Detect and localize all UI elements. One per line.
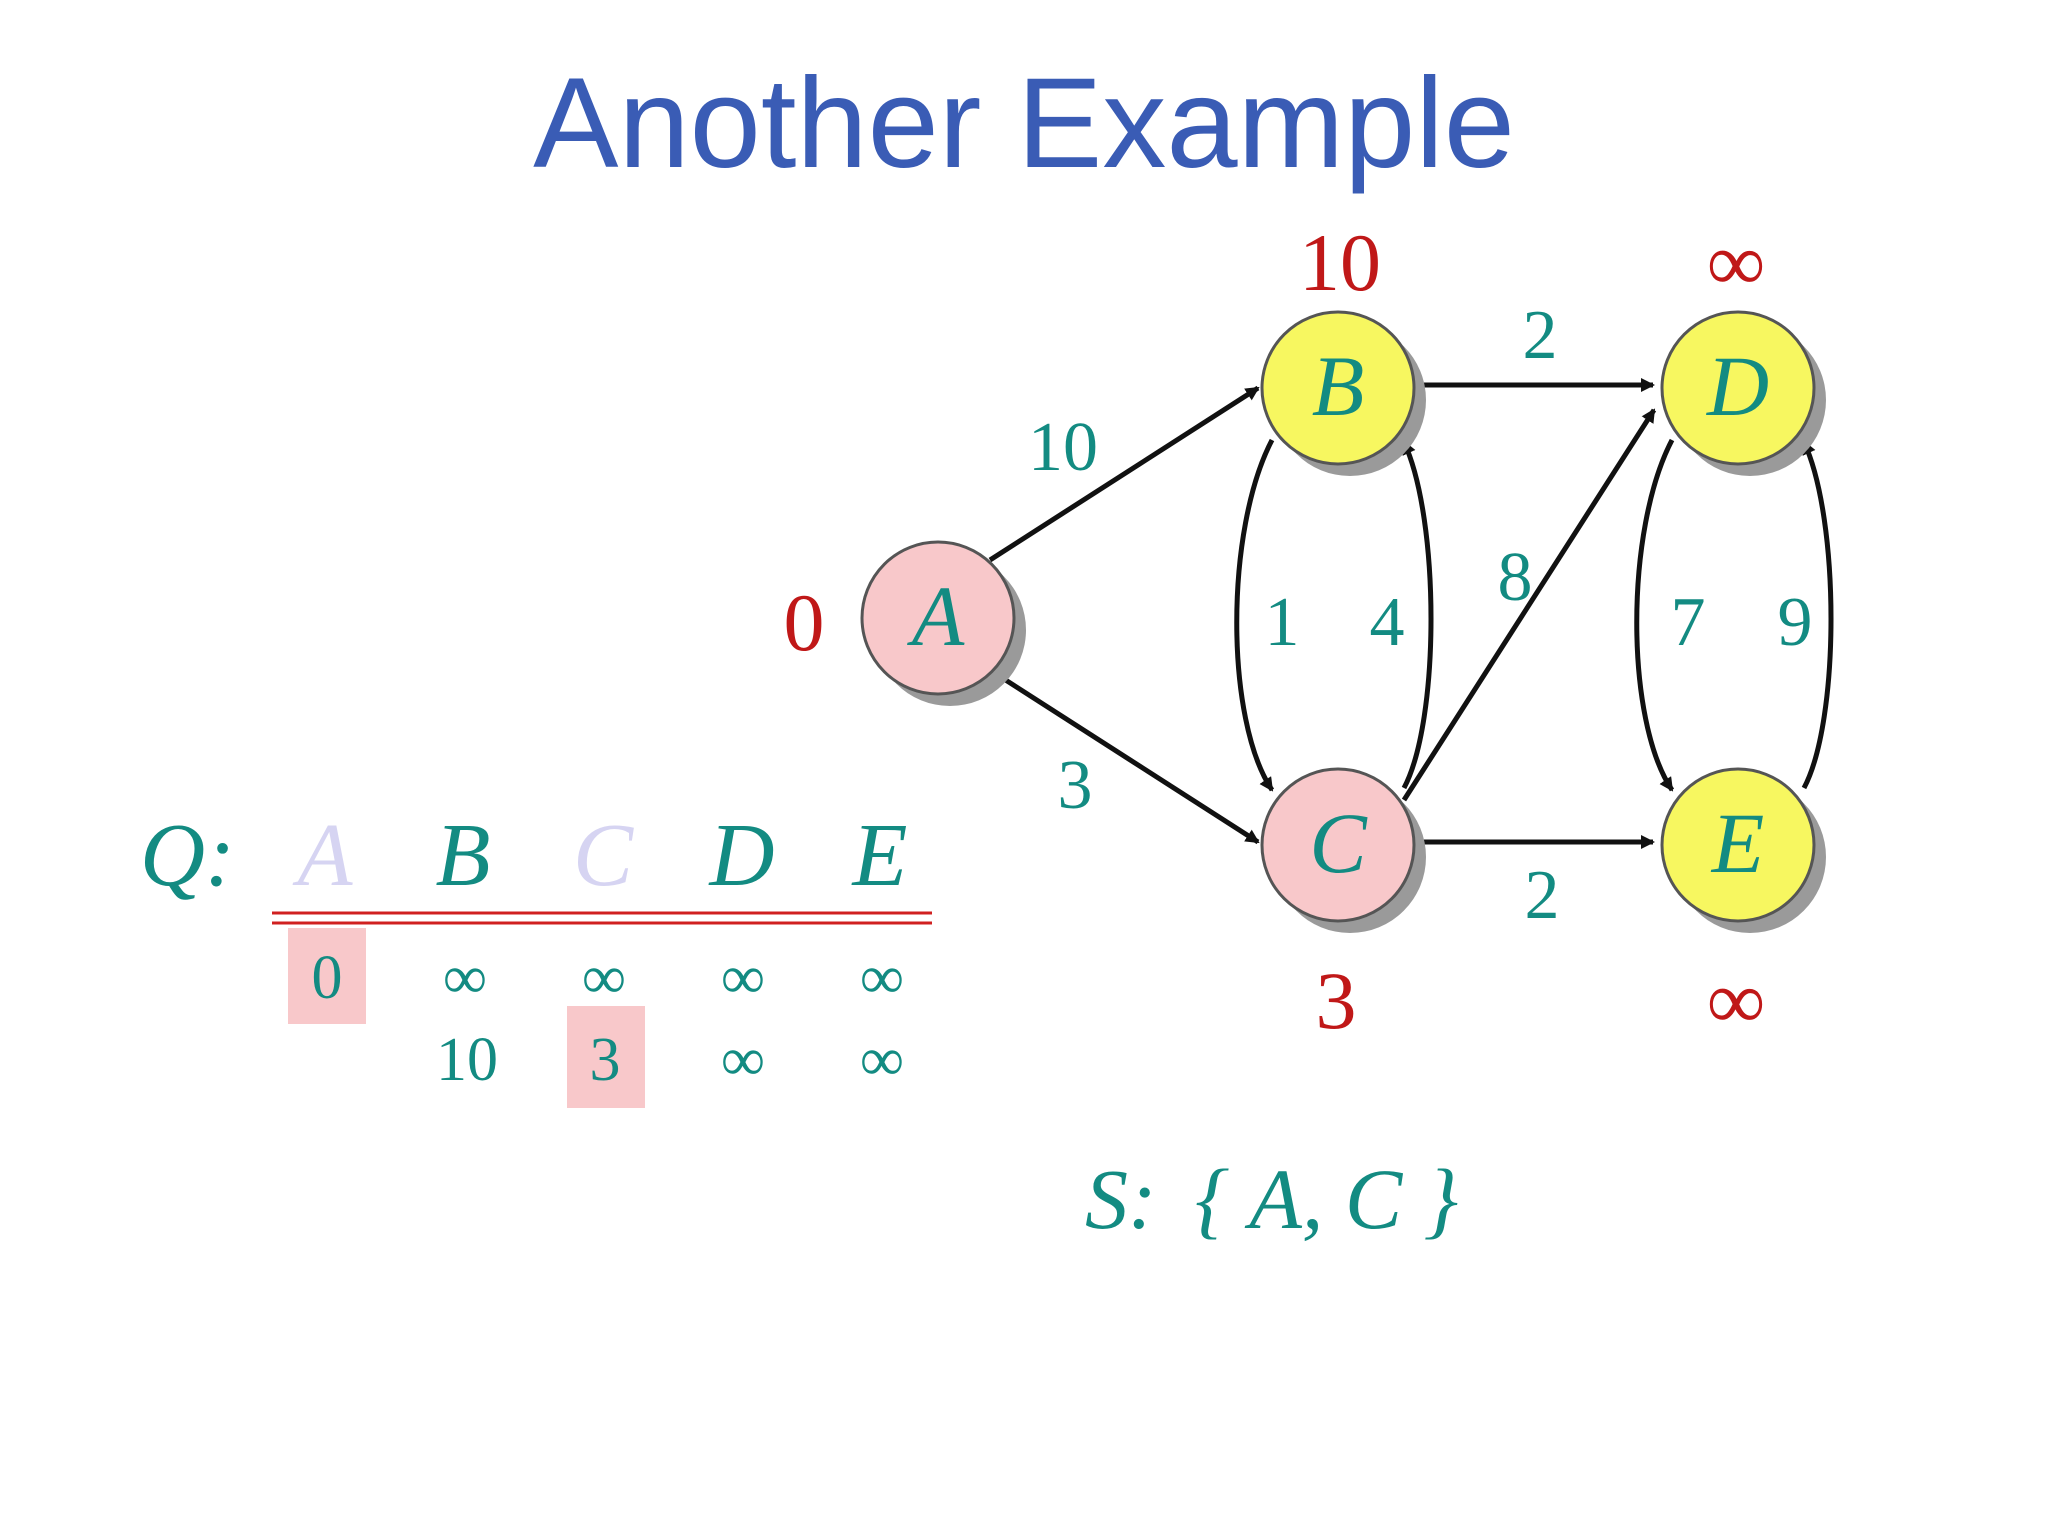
queue-headers: A B C D E: [293, 806, 908, 905]
queue-header-e: E: [851, 806, 908, 905]
distance-c: 3: [1316, 955, 1357, 1046]
distance-d: ∞: [1707, 217, 1765, 308]
queue-cell: ∞: [443, 944, 487, 1012]
queue-row-2: 10 3 ∞ ∞: [436, 1026, 904, 1094]
edge-d-e: [1634, 438, 1675, 792]
node-b: B: [1260, 310, 1426, 476]
distance-e: ∞: [1707, 955, 1765, 1046]
weight-d-e: 7: [1671, 584, 1706, 661]
node-a-label: A: [907, 568, 965, 664]
set-s-members: { A, C }: [1195, 1151, 1458, 1247]
node-d: D: [1660, 310, 1826, 476]
queue-header-c: C: [573, 806, 634, 905]
weight-a-c: 3: [1058, 747, 1093, 824]
queue-cell: ∞: [860, 1026, 904, 1094]
edge-c-d: [1401, 408, 1657, 802]
graph-edges: [988, 378, 1834, 849]
weight-a-b: 10: [1028, 409, 1098, 486]
node-d-label: D: [1706, 338, 1769, 434]
queue-label: Q:: [140, 806, 235, 905]
edge-e-d: [1801, 440, 1834, 790]
node-c-label: C: [1309, 795, 1368, 891]
node-distances: 0 10 3 ∞ ∞: [784, 217, 1766, 1046]
weight-c-b: 4: [1370, 584, 1405, 661]
queue-highlight-a: [288, 928, 366, 1024]
queue-header-a: A: [293, 806, 354, 905]
queue-highlight-c: [567, 1006, 645, 1108]
queue-table: Q: A B C D E 0 ∞ ∞ ∞ ∞ 10 3: [140, 806, 932, 1108]
edge-a-b: [988, 385, 1260, 563]
queue-row-1: 0 ∞ ∞ ∞ ∞: [312, 944, 905, 1012]
queue-header-d: D: [708, 806, 775, 905]
node-e: E: [1660, 767, 1826, 933]
weight-c-d: 8: [1498, 539, 1533, 616]
slide-title: Another Example: [533, 52, 1515, 195]
set-s-label: S:: [1085, 1151, 1157, 1247]
queue-cell: ∞: [721, 1026, 765, 1094]
edge-weights: 10 3 2 4 1 8 2 7 9: [1028, 297, 1813, 934]
weight-b-d: 2: [1523, 297, 1558, 374]
queue-header-b: B: [436, 806, 491, 905]
distance-b: 10: [1299, 217, 1381, 308]
weight-c-e: 2: [1525, 857, 1560, 934]
set-s: S: { A, C }: [1085, 1151, 1458, 1247]
queue-cell: 3: [590, 1026, 621, 1094]
node-c: C: [1260, 767, 1426, 933]
weight-b-c: 1: [1265, 584, 1300, 661]
queue-cell: ∞: [860, 944, 904, 1012]
node-a: A: [860, 540, 1026, 706]
weight-e-d: 9: [1778, 584, 1813, 661]
node-e-label: E: [1710, 795, 1765, 891]
queue-cell: ∞: [721, 944, 765, 1012]
node-b-label: B: [1312, 338, 1365, 434]
edge-c-b: [1401, 440, 1434, 790]
queue-cell: ∞: [582, 944, 626, 1012]
queue-cell: 10: [436, 1026, 498, 1094]
edge-b-c: [1234, 438, 1275, 792]
distance-a: 0: [784, 577, 825, 668]
queue-cell: 0: [312, 944, 343, 1012]
edge-a-c: [988, 667, 1260, 845]
